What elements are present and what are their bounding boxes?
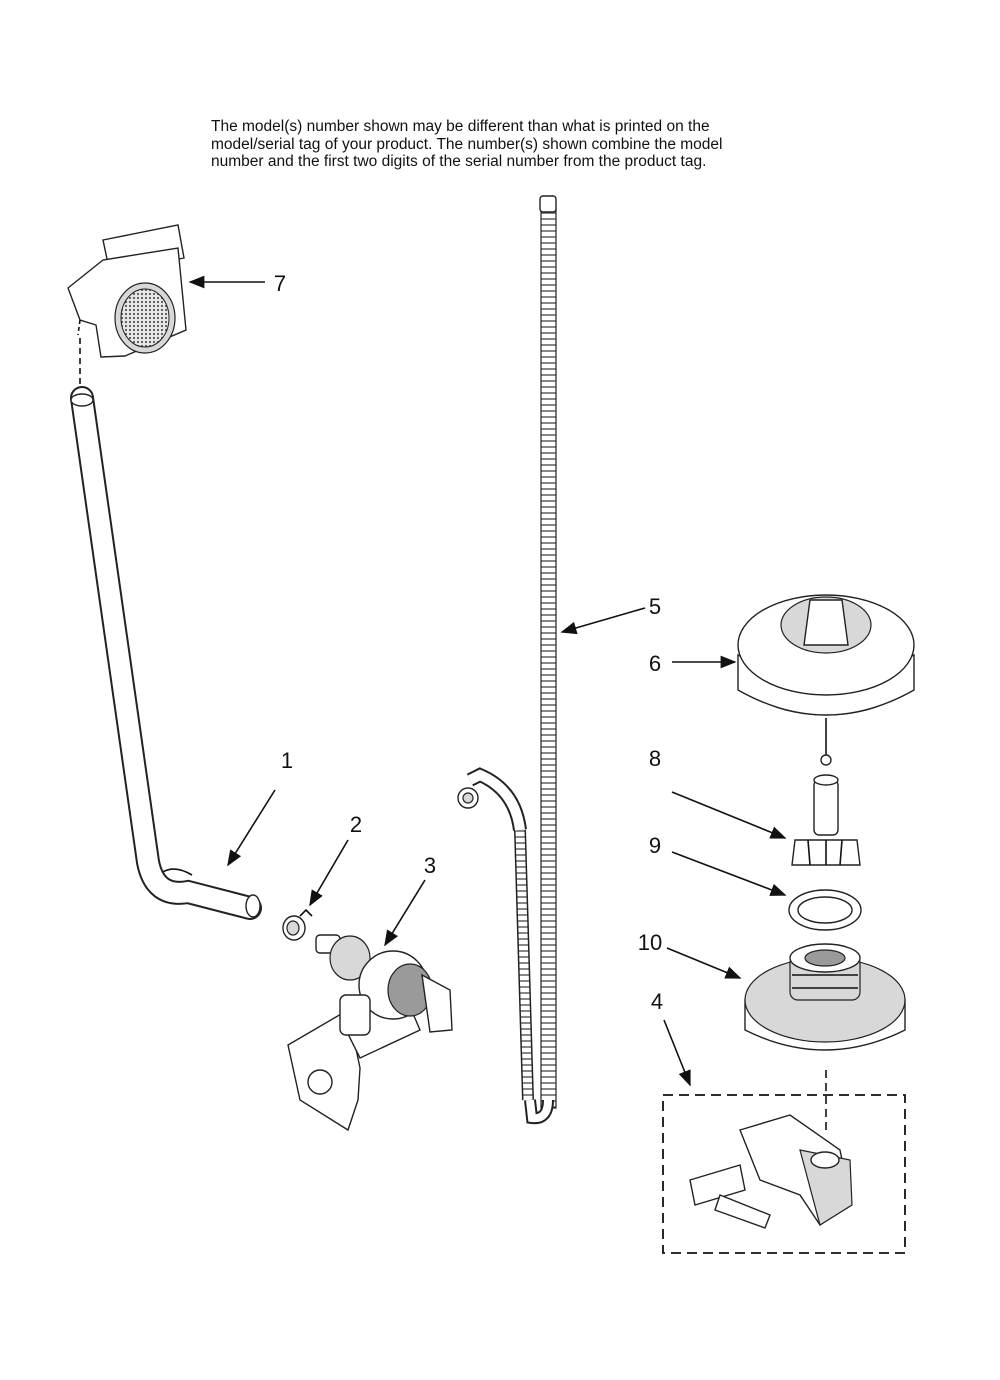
part-6-float <box>737 594 915 766</box>
note-line-3: number and the first two digits of the s… <box>211 153 707 170</box>
callout-9: 9 <box>649 833 661 858</box>
callout-2: 2 <box>350 812 362 837</box>
callout-3: 3 <box>424 853 436 878</box>
part-8-float-stem <box>791 774 861 866</box>
callout-8: 8 <box>649 746 661 771</box>
callout-7: 7 <box>274 271 286 296</box>
callout-4: 4 <box>651 989 663 1014</box>
callout-10: 10 <box>638 930 662 955</box>
disclaimer-note: The model(s) number shown may be differe… <box>211 118 811 171</box>
part-2-clamp <box>282 908 313 941</box>
part-1-hose <box>70 386 262 920</box>
note-line-2: model/serial tag of your product. The nu… <box>211 135 723 153</box>
note-line-1: The model(s) number shown may be differe… <box>211 118 710 135</box>
callout-5: 5 <box>649 594 661 619</box>
part-3-water-valve <box>287 934 453 1132</box>
part-4-float-switch <box>662 1094 906 1254</box>
part-10-float-housing <box>744 943 906 1130</box>
callout-1: 1 <box>281 748 293 773</box>
callout-6: 6 <box>649 651 661 676</box>
leader-lines <box>188 275 787 1087</box>
part-7-filter-housing <box>67 224 187 388</box>
part-5-fill-hose <box>457 195 557 1125</box>
part-9-seal <box>788 889 862 931</box>
